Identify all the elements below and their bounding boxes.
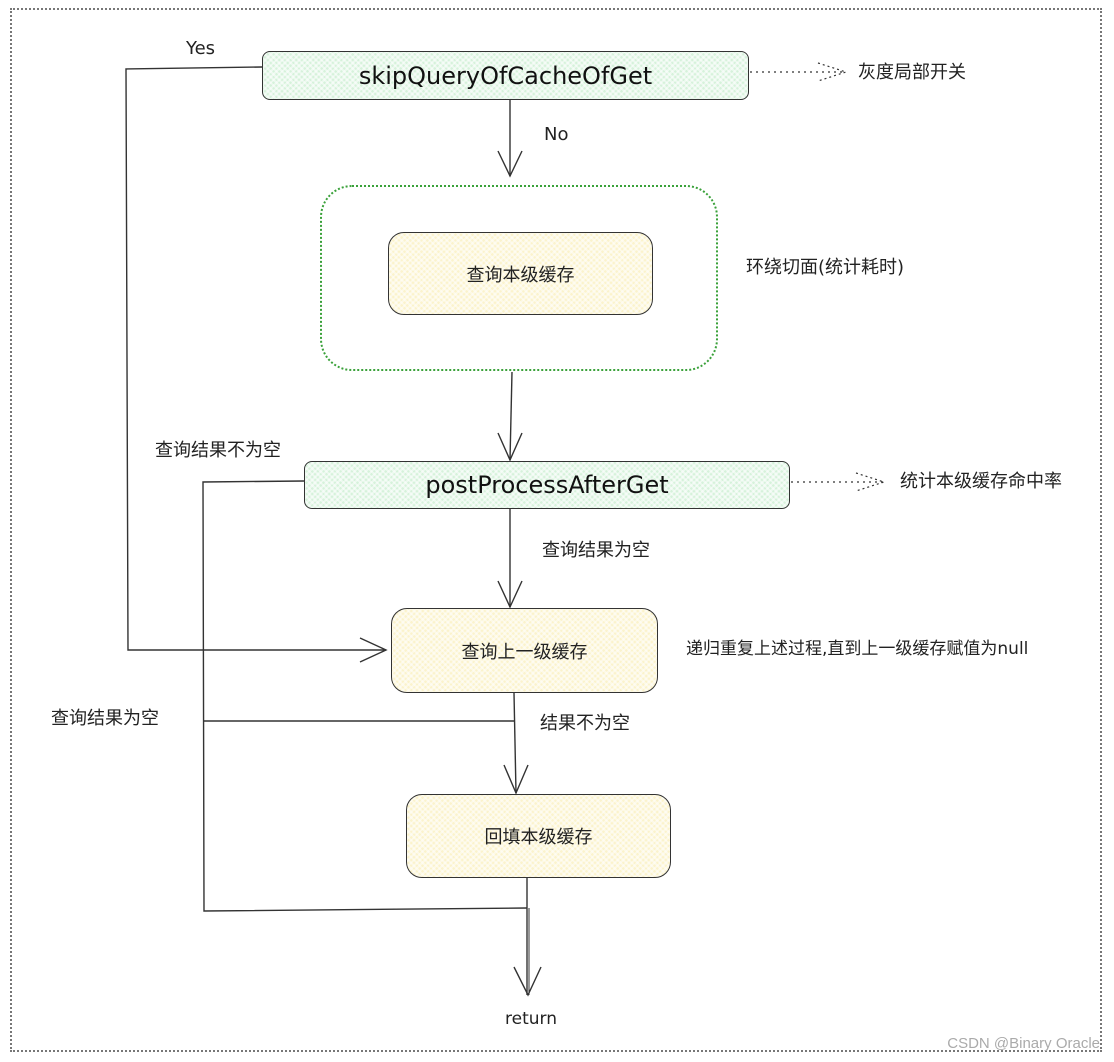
skip-query-label: skipQueryOfCacheOfGet (358, 61, 653, 90)
backfill-local-label: 回填本级缓存 (484, 827, 593, 848)
annotation-around-aspect: 环绕切面(统计耗时) (746, 257, 905, 278)
edge-post-process-to-return (202, 480, 528, 912)
skip-query-node: skipQueryOfCacheOfGet (262, 51, 749, 100)
edge-query-upper-to-backfill (513, 692, 517, 794)
arrowhead (513, 966, 542, 997)
edge-label-result-not-empty: 查询结果不为空 (155, 440, 281, 461)
annotation-recursion: 递归重复上述过程,直到上一级缓存赋值为null (686, 639, 1029, 659)
post-process-node: postProcessAfterGet (304, 461, 790, 509)
edge-label-upper-result-not-empty: 结果不为空 (540, 713, 630, 734)
backfill-local-node: 回填本级缓存 (406, 794, 671, 878)
annotation-hit-rate: 统计本级缓存命中率 (900, 471, 1062, 492)
arrowhead (497, 432, 523, 462)
query-local-node: 查询本级缓存 (388, 232, 653, 315)
around-aspect-container (320, 185, 718, 371)
query-upper-node: 查询上一级缓存 (391, 608, 658, 693)
arrowhead (359, 637, 388, 663)
arrowhead (503, 764, 529, 795)
query-upper-label: 查询上一级缓存 (461, 641, 588, 663)
edge-label-yes: Yes (186, 38, 216, 59)
post-process-label: postProcessAfterGet (425, 471, 669, 499)
return-label: return (505, 1009, 557, 1029)
arrowhead (497, 580, 523, 609)
edge-label-no: No (544, 124, 569, 145)
query-local-label: 查询本级缓存 (466, 264, 575, 286)
annotation-gray-switch: 灰度局部开关 (858, 62, 966, 83)
edge-label-upper-result-empty: 查询结果为空 (51, 708, 159, 729)
arrowhead (497, 150, 523, 178)
edge-label-result-empty: 查询结果为空 (542, 540, 650, 561)
edge-aspect-to-post-process (509, 371, 513, 461)
watermark: CSDN @Binary Oracle (947, 1035, 1100, 1052)
edge-yes-to-query-upper (125, 66, 386, 651)
diagram-frame (10, 8, 1102, 1052)
